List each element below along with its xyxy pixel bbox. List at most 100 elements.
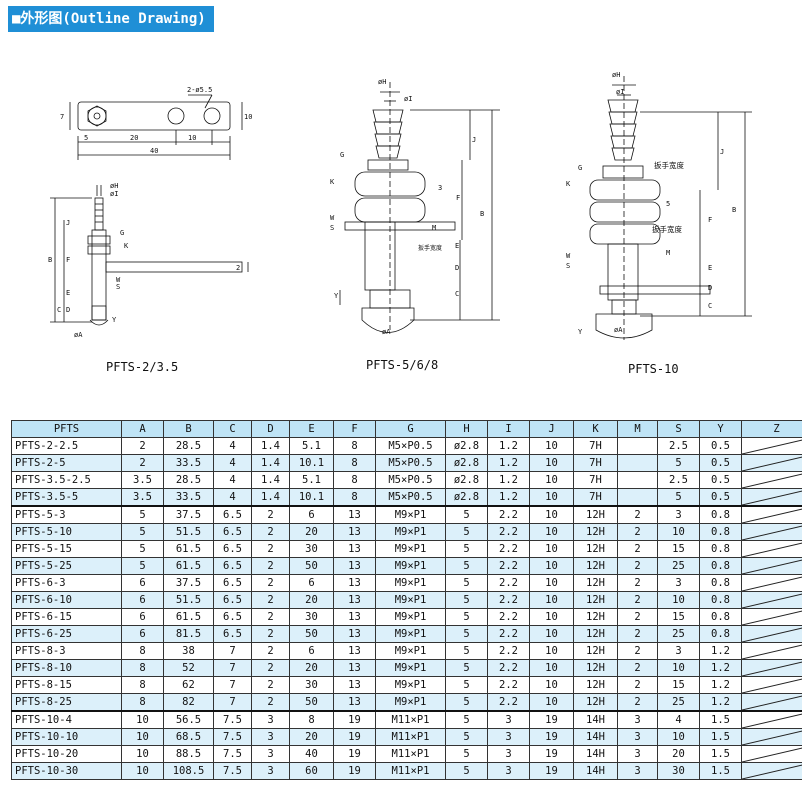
model-cell: PFTS-8-15 (11, 676, 122, 694)
table-cell: M9×P1 (375, 676, 446, 694)
table-cell: 10 (657, 728, 700, 746)
table-cell: 50 (289, 693, 334, 712)
table-cell: 0.5 (699, 437, 742, 455)
dim-label: 扳手宽度 (418, 244, 442, 252)
model-cell: PFTS-6-25 (11, 625, 122, 643)
table-cell (617, 471, 658, 489)
model-cell: PFTS-5-10 (11, 523, 122, 541)
table-cell (741, 728, 802, 746)
table-cell: 10 (529, 505, 574, 524)
table-cell: 19 (529, 710, 574, 729)
table-cell: M9×P1 (375, 574, 446, 592)
table-cell: 12H (573, 676, 618, 694)
table-cell: 13 (333, 574, 376, 592)
dim-label: E (66, 289, 70, 297)
table-cell: 10 (121, 728, 164, 746)
table-cell (617, 454, 658, 472)
table-cell: 7.5 (213, 710, 252, 729)
table-cell: 10 (529, 574, 574, 592)
table-cell: 0.8 (699, 608, 742, 626)
table-cell: 13 (333, 505, 376, 524)
caption-pfts-5: PFTS-5/6/8 (366, 358, 439, 372)
dim-label: øH (110, 182, 118, 190)
table-cell: 2 (617, 505, 658, 524)
table-cell: 8 (121, 676, 164, 694)
table-cell: 10 (529, 608, 574, 626)
table-cell: M5×P0.5 (375, 437, 446, 455)
table-cell: 3.5 (121, 488, 164, 507)
table-cell: 1.4 (251, 471, 290, 489)
table-cell (741, 659, 802, 677)
table-cell: 3 (487, 728, 530, 746)
table-cell: 10 (529, 659, 574, 677)
table-cell: 5 (657, 488, 700, 507)
table-cell: 10 (529, 676, 574, 694)
table-cell: 0.8 (699, 557, 742, 575)
table-cell: 1.4 (251, 454, 290, 472)
table-cell: 13 (333, 642, 376, 660)
table-cell: 4 (657, 710, 700, 729)
not-applicable-slash (742, 455, 802, 471)
table-cell: 2 (617, 523, 658, 541)
table-cell: 10 (657, 523, 700, 541)
table-cell: 8 (289, 710, 334, 729)
table-cell: 3 (487, 745, 530, 763)
dim-label: S (566, 262, 570, 270)
table-cell: 0.8 (699, 523, 742, 541)
table-cell: M11×P1 (375, 710, 446, 729)
table-cell: 1.2 (487, 454, 530, 472)
table-cell: 2 (617, 557, 658, 575)
table-cell: ø2.8 (445, 488, 488, 507)
not-applicable-slash (742, 763, 802, 779)
table-cell: 0.8 (699, 591, 742, 609)
dim-label: W (330, 214, 335, 222)
caption-pfts-10: PFTS-10 (628, 362, 679, 376)
table-cell: 1.5 (699, 710, 742, 729)
table-cell: 1.2 (487, 471, 530, 489)
table-cell (741, 574, 802, 592)
table-cell: 7.5 (213, 728, 252, 746)
table-cell: 4 (213, 437, 252, 455)
table-cell: 3 (251, 728, 290, 746)
table-cell: 5 (657, 454, 700, 472)
dim-label: C (455, 290, 459, 298)
table-cell: 12H (573, 505, 618, 524)
table-cell: 10.1 (289, 488, 334, 507)
table-cell: 13 (333, 608, 376, 626)
outline-drawings: 2-ø5.5 7 10 5 20 10 40 øH øI J G K F B E… (0, 60, 802, 380)
not-applicable-slash (742, 489, 802, 505)
column-header: G (375, 420, 446, 438)
dim-label: øH (612, 71, 620, 79)
table-cell: 7 (213, 642, 252, 660)
table-cell: 3 (617, 710, 658, 729)
table-cell: 6 (121, 625, 164, 643)
table-cell: 33.5 (163, 488, 214, 507)
table-cell: 14H (573, 710, 618, 729)
table-cell: 19 (333, 762, 376, 780)
model-cell: PFTS-2-5 (11, 454, 122, 472)
table-cell: 19 (333, 728, 376, 746)
table-cell: 6.5 (213, 574, 252, 592)
table-cell: 5 (121, 505, 164, 524)
dim-label: øI (404, 95, 412, 103)
table-cell: 2 (251, 693, 290, 712)
table-cell: 2 (617, 642, 658, 660)
table-cell: 82 (163, 693, 214, 712)
dim-label: 5 (84, 134, 88, 142)
model-cell: PFTS-5-25 (11, 557, 122, 575)
table-cell: 30 (289, 676, 334, 694)
table-cell: M11×P1 (375, 728, 446, 746)
dim-label: G (578, 164, 582, 172)
table-cell: 13 (333, 676, 376, 694)
table-cell: 10 (529, 437, 574, 455)
table-cell: 6.5 (213, 591, 252, 609)
dim-label: Y (112, 316, 117, 324)
section-title: ■外形图(Outline Drawing) (8, 6, 214, 32)
table-cell: 81.5 (163, 625, 214, 643)
